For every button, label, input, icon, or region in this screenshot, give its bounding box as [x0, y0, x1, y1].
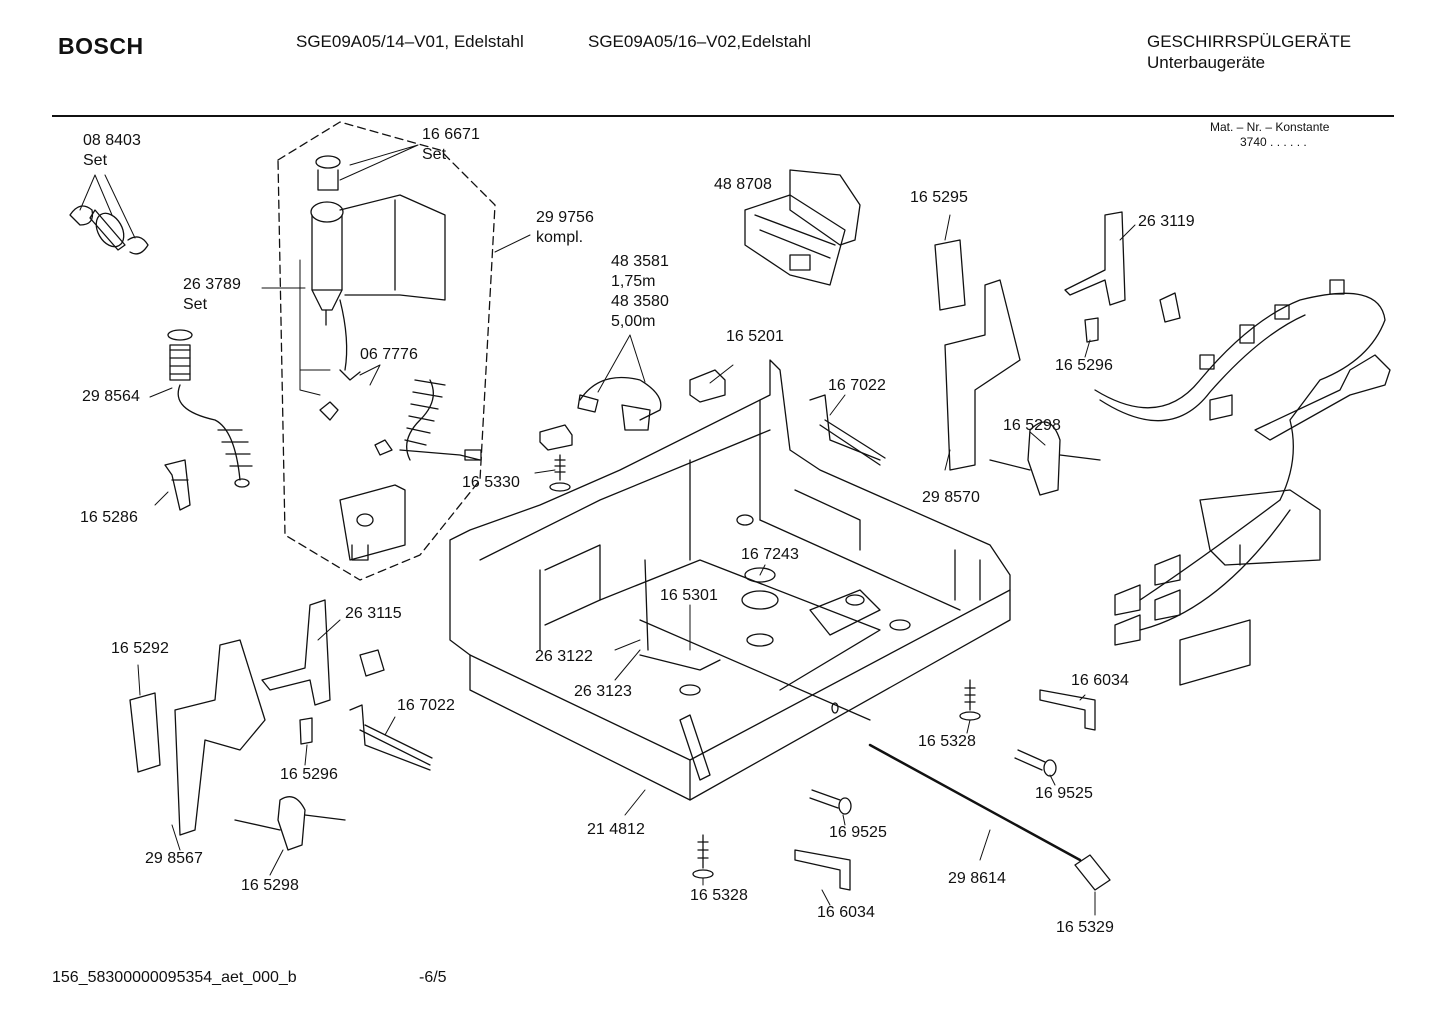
- part-label-167022-right: 16 7022: [828, 377, 886, 394]
- screw: [554, 454, 566, 481]
- part-label-169525-bottom: 16 9525: [829, 824, 887, 841]
- part-label-214812: 21 4812: [587, 821, 645, 838]
- part-label-165286: 16 5286: [80, 509, 138, 526]
- part-label-167243: 16 7243: [741, 546, 799, 563]
- part-label-169525-right: 16 9525: [1035, 785, 1093, 802]
- document-id: 156_58300000095354_aet_000_b: [52, 969, 297, 986]
- part-label-165301: 16 5301: [660, 587, 718, 604]
- part-label-166034-right: 16 6034: [1071, 672, 1129, 689]
- part-label-165298-right: 16 5298: [1003, 417, 1061, 434]
- power-cable: [579, 376, 662, 421]
- subcategory-title: Unterbaugeräte: [1147, 53, 1266, 72]
- inlet-valve: [310, 155, 446, 421]
- screw-bottom: [697, 834, 709, 869]
- kit-boundary: [277, 121, 496, 581]
- mat-value: 3740 . . . . . .: [1240, 135, 1307, 149]
- left-bracket: [174, 639, 266, 836]
- part-label-165201: 16 5201: [726, 328, 784, 345]
- base-tub: [449, 359, 1011, 801]
- category-title: GESCHIRRSPÜLGERÄTE: [1147, 32, 1352, 51]
- bolt: [809, 789, 841, 809]
- part-label-165292: 16 5292: [111, 640, 169, 657]
- rod: [868, 743, 1082, 862]
- part-label-263122: 26 3122: [535, 648, 593, 665]
- drain-hose: [406, 379, 434, 461]
- mid-bracket: [261, 599, 331, 706]
- clip: [164, 459, 191, 511]
- part-label-165296-left: 16 5296: [280, 766, 338, 783]
- spring-bracket: [809, 394, 881, 461]
- part-label-165329: 16 5329: [1056, 919, 1114, 936]
- part-label-298614: 29 8614: [948, 870, 1006, 887]
- screw-lower: [964, 679, 976, 711]
- connector-strip: [1039, 689, 1096, 731]
- end-cap: [1074, 854, 1111, 891]
- left-cover: [129, 692, 161, 773]
- part-label-165328-right: 16 5328: [918, 733, 976, 750]
- part-label-263115: 26 3115: [345, 605, 402, 622]
- part-label-298564: 29 8564: [82, 388, 140, 405]
- brand-logo: BOSCH: [58, 33, 144, 59]
- connector-strip-lower: [794, 849, 851, 891]
- page-number: -6/5: [419, 969, 447, 986]
- control-module: [744, 169, 861, 286]
- mat-label: Mat. – Nr. – Konstante: [1210, 120, 1330, 134]
- part-label-165298-left: 16 5298: [241, 877, 299, 894]
- hose-clamp: [69, 205, 94, 226]
- top-bracket: [1064, 211, 1126, 306]
- part-label-263119: 26 3119: [1138, 213, 1195, 230]
- part-label-165330: 16 5330: [462, 474, 520, 491]
- part-label-165328-bottom: 16 5328: [690, 887, 748, 904]
- part-label-165295: 16 5295: [910, 189, 968, 206]
- sensor-left: [277, 796, 306, 851]
- part-label-166034-bottom: 16 6034: [817, 904, 875, 921]
- part-label-298567: 29 8567: [145, 850, 203, 867]
- model-number-1: SGE09A05/14–V01, Edelstahl: [296, 32, 524, 51]
- connector-block: [689, 369, 726, 403]
- spring-left: [349, 704, 431, 771]
- part-label-488708: 48 8708: [714, 176, 772, 193]
- part-label-165296-right: 16 5296: [1055, 357, 1113, 374]
- side-bracket: [934, 239, 966, 311]
- part-label-067776: 06 7776: [360, 346, 418, 363]
- part-label-298570: 29 8570: [922, 489, 980, 506]
- spring-hose: [167, 329, 253, 488]
- valve-bracket: [339, 484, 406, 561]
- sensor-wheel: [1027, 421, 1061, 496]
- header-divider: [52, 115, 1394, 117]
- microswitch: [539, 424, 573, 451]
- model-number-2: SGE09A05/16–V02,Edelstahl: [588, 32, 812, 51]
- part-label-263123: 26 3123: [574, 683, 632, 700]
- wiring-harness: [1094, 292, 1386, 501]
- bolt-right: [1014, 749, 1046, 771]
- part-label-167022-left: 16 7022: [397, 697, 455, 714]
